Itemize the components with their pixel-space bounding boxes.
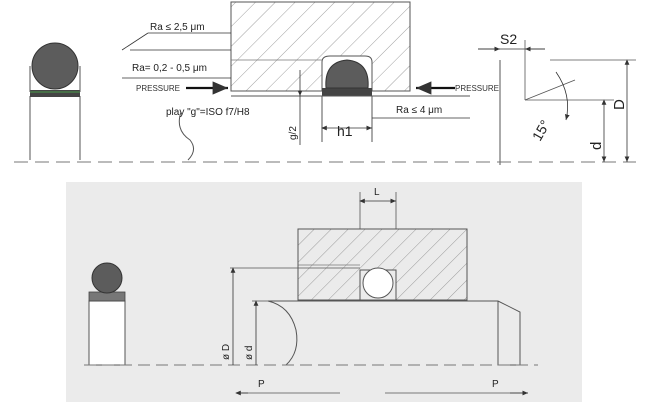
bottom-housing <box>297 228 468 301</box>
bottom-shaft <box>267 300 521 366</box>
angle-label: 15° <box>529 117 553 143</box>
bottom-drawing: L ø D ø d P P <box>66 182 582 402</box>
top-left-backup-ring <box>30 90 80 97</box>
ra-mid-label: Ra= 0,2 - 0,5 μm <box>132 63 207 74</box>
top-drawing: Ra ≤ 2,5 μm Ra= 0,2 - 0,5 μm PRESSURE PR… <box>14 1 636 165</box>
play-label: play "g"=ISO f7/H8 <box>166 107 250 118</box>
g2-label: g/2 <box>288 126 299 140</box>
bottom-groove-oring <box>362 267 394 299</box>
s2-label: S2 <box>500 31 517 47</box>
oD-label: ø D <box>221 344 232 360</box>
top-groove-backup-ring <box>322 88 372 96</box>
top-groove-oring <box>325 59 369 89</box>
od-label: ø d <box>244 346 255 360</box>
h1-label: h1 <box>337 123 353 139</box>
bottom-left-oring-sample <box>88 262 126 366</box>
d-big-label: D <box>611 99 628 110</box>
pressure-right-label: PRESSURE <box>455 84 499 93</box>
p-right-label: P <box>492 379 499 390</box>
L-label: L <box>374 187 380 198</box>
p-left-label: P <box>258 379 265 390</box>
top-housing <box>230 1 411 92</box>
ra-bottom-label: Ra ≤ 4 μm <box>396 105 442 116</box>
top-left-oring-sample <box>29 42 81 160</box>
pressure-left-label: PRESSURE <box>136 84 180 93</box>
bottom-left-oring <box>91 262 123 294</box>
top-left-oring <box>31 42 79 90</box>
ra-top-label: Ra ≤ 2,5 μm <box>150 22 205 33</box>
d-small-label: d <box>588 142 605 150</box>
top-groove-seal <box>322 59 372 96</box>
